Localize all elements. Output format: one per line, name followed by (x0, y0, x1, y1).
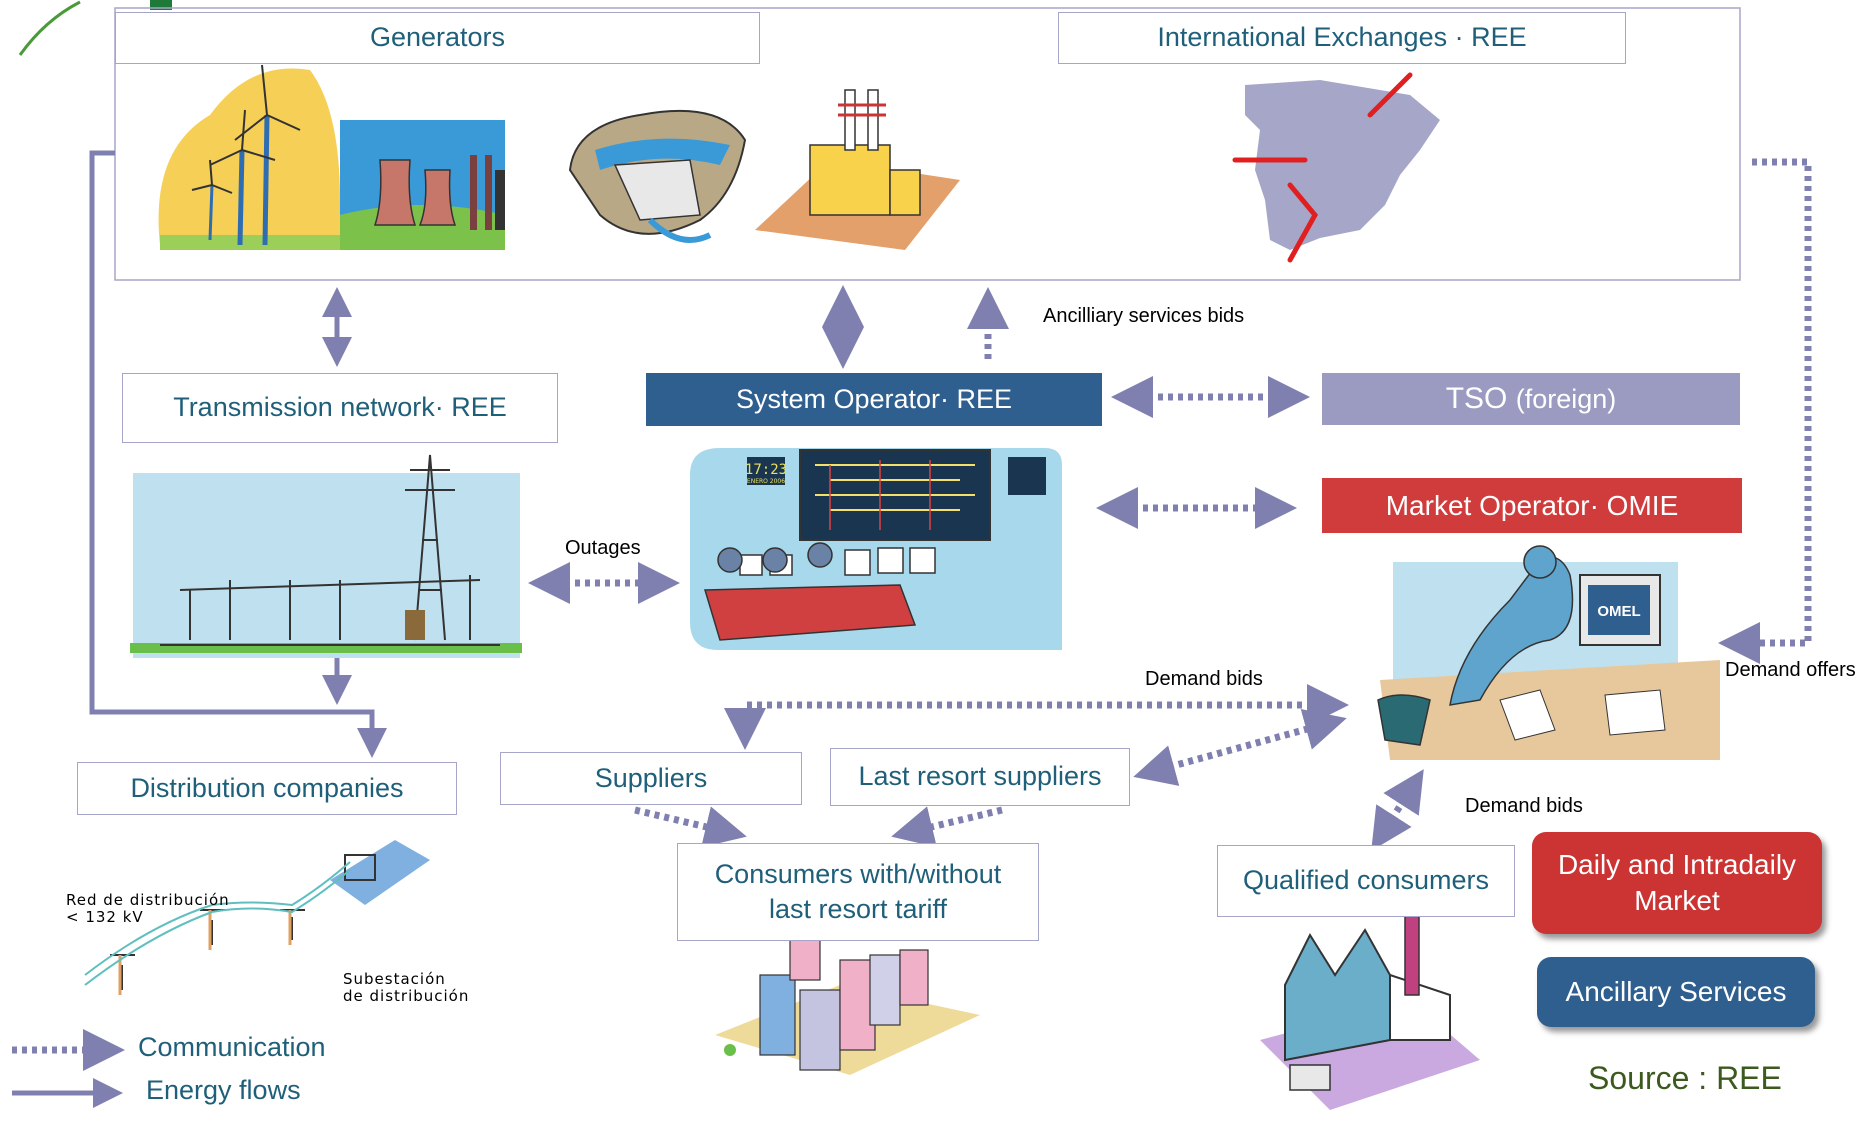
last-resort-suppliers-box: Last resort suppliers (830, 748, 1130, 806)
transmission-network-box: Transmission network· REE (122, 373, 558, 443)
thermal-plant-illustration (340, 120, 505, 250)
hydro-dam-illustration (568, 109, 747, 243)
subestacion-line2: de distribución (343, 986, 470, 1005)
consumers-label-line1: Consumers with/without (714, 858, 1002, 889)
market-operator-label: Market Operator· OMIE (1385, 489, 1679, 521)
daily-intradaily-market-pill: Daily and Intradaily Market (1532, 832, 1822, 934)
energy-flow-arrows (89, 150, 387, 758)
suppliers-box: Suppliers (500, 752, 802, 805)
red-distribucion-label: Red de distribución < 132 kV (66, 892, 230, 925)
legend-communication-label: Communication (138, 1032, 326, 1062)
daily-market-line1: Daily and Intradaily (1557, 848, 1797, 880)
ancillary-services-bids-label: Ancilliary services bids (1043, 305, 1245, 327)
international-exchanges-box: International Exchanges · REE (1058, 12, 1626, 64)
market-operator-box: Market Operator· OMIE (1322, 478, 1742, 533)
tso-suffix-label: (foreign) (1515, 383, 1617, 414)
demand-bids-bottom-label: Demand bids (1465, 795, 1583, 817)
suppliers-label: Suppliers (594, 762, 708, 793)
red-distribucion-line2: < 132 kV (66, 907, 144, 926)
substation-illustration (130, 454, 522, 658)
distribution-network-sketch (84, 840, 430, 995)
qualified-consumers-box: Qualified consumers (1217, 845, 1515, 917)
generators-box: Generators (115, 12, 760, 64)
consumers-box: Consumers with/without last resort tarif… (677, 843, 1039, 941)
factory-illustration (1260, 914, 1480, 1110)
spain-map-illustration (1232, 72, 1440, 263)
distribution-companies-label: Distribution companies (130, 772, 404, 803)
daily-market-line2: Market (1634, 885, 1720, 916)
source-label: Source : REE (1588, 1060, 1782, 1096)
system-operator-box: System Operator· REE (646, 373, 1102, 426)
subestacion-label: Subestación de distribución (343, 971, 469, 1004)
qualified-consumers-label: Qualified consumers (1242, 865, 1490, 896)
subestacion-line1: Subestación (343, 970, 446, 988)
red-distribucion-line1: Red de distribución (66, 891, 230, 909)
distribution-companies-box: Distribution companies (77, 762, 457, 815)
clock-date: ENERO 2006 (747, 478, 785, 485)
international-exchanges-label: International Exchanges · REE (1157, 22, 1527, 53)
nuclear-plant-illustration (755, 89, 960, 250)
system-operator-label: System Operator· REE (735, 384, 1013, 414)
demand-bids-top-label: Demand bids (1145, 668, 1263, 690)
generators-label: Generators (369, 22, 506, 53)
last-resort-suppliers-label: Last resort suppliers (858, 761, 1102, 792)
demand-offers-label: Demand offers (1725, 659, 1856, 681)
tso-label: TSO (1445, 382, 1508, 415)
transmission-network-label: Transmission network· REE (173, 392, 507, 423)
ancillary-services-pill: Ancillary Services (1537, 957, 1815, 1027)
ancillary-services-label: Ancillary Services (1565, 975, 1787, 1007)
consumers-label-line2: last resort tariff (768, 894, 948, 924)
control-room-illustration: 17:23 ENERO 2006 (690, 448, 1062, 650)
logo-fragment (18, 0, 172, 56)
legend-energy-label: Energy flows (146, 1075, 301, 1105)
omel-logo: OMEL (1597, 603, 1640, 620)
outages-label: Outages (565, 537, 641, 559)
city-illustration (715, 939, 980, 1075)
wind-farm-illustration (158, 64, 345, 250)
generators-frame (114, 7, 1741, 281)
market-operator-desk-illustration: OMEL (1377, 545, 1720, 760)
clock-time: 17:23 (745, 462, 787, 478)
tso-foreign-box: TSO (foreign) (1322, 373, 1740, 425)
communication-arrows (528, 158, 1812, 851)
